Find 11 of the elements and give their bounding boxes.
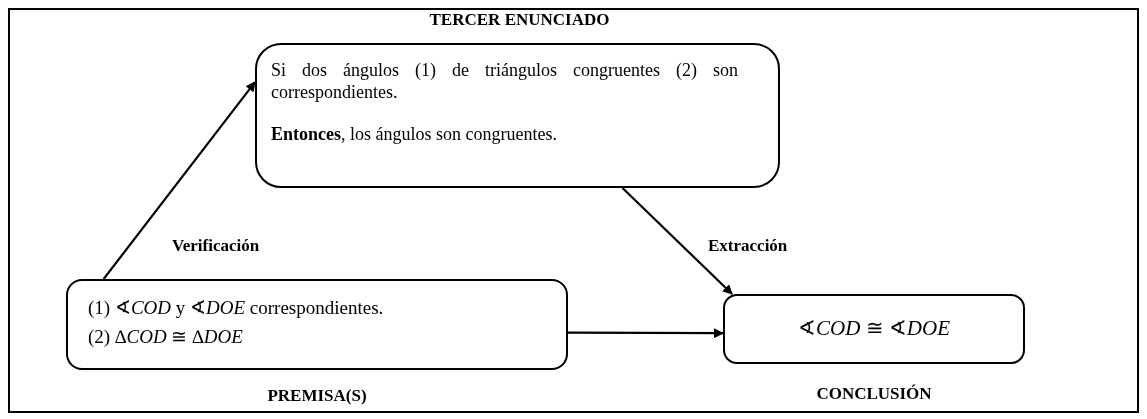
arrow [621, 187, 733, 295]
box-caption: PREMISA(S) [266, 385, 368, 407]
box-caption: CONCLUSIÓN [815, 383, 933, 405]
box-heading: TERCER ENUNCIADO [428, 9, 611, 31]
arrow [102, 81, 256, 280]
arrow [568, 328, 724, 339]
statement-text: Si dos ángulos (1) de triángulos congruentes (2) son correspondientes. [271, 59, 738, 103]
premise-text: (2) ∆COD ≅ ∆DOE [88, 325, 243, 349]
conclusion-text: Entonces, los ángulos son congruentes. [271, 123, 558, 145]
conclusion-formula: ∢COD ≅ ∢DOE [798, 315, 950, 343]
premise-text: (1) ∢COD y ∢DOE correspondientes. [88, 296, 384, 320]
